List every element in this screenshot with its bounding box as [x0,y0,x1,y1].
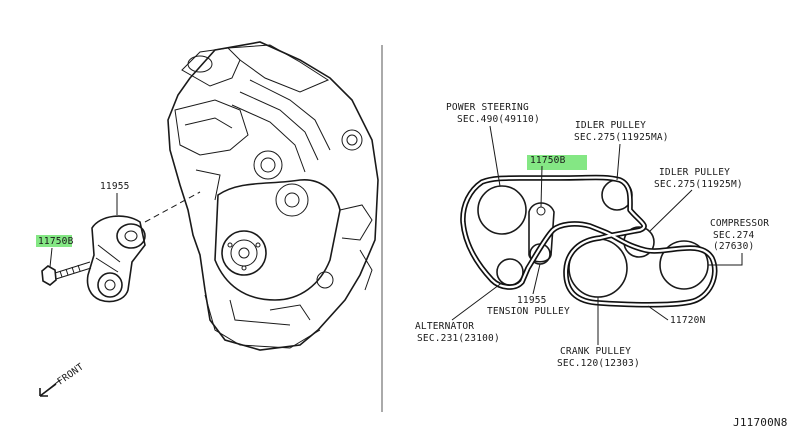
bolt-leader-right [540,165,543,208]
alternator-leader [451,281,504,321]
idler-pulley-2-sec: SEC.275(11925M) [654,179,743,190]
mount-leader-line [144,191,201,223]
tensioner-assembly [86,215,146,303]
belt-part-label: 11720N [670,315,706,326]
tensioner-bolt-hole [536,206,546,216]
diagram-id: J11700N8 [733,416,788,429]
power-steering-leader [489,125,501,187]
idler-pulley-1-leader [616,143,621,181]
tension-pulley-leader [532,263,541,295]
tensioner-part-label: 11955 [100,181,130,192]
front-label: FRONT [55,361,86,387]
belt-leader [647,305,669,321]
engine-illustration [167,41,379,351]
compressor-leader [708,253,743,266]
alternator-sec: SEC.231(23100) [417,333,500,344]
crank-pulley-label: CRANK PULLEY [560,346,631,357]
idler-pulley-1-sec: SEC.275(11925MA) [574,132,669,143]
compressor-part: (27630) [713,241,754,252]
compressor-label: COMPRESSOR [710,218,769,229]
tension-pulley-label: TENSION PULLEY [487,306,570,317]
idler-pulley-2-label: IDLER PULLEY [659,167,730,178]
bolt-leader-left [49,247,53,268]
compressor-sec: SEC.274 [713,230,755,241]
idler-pulley-1-label: IDLER PULLEY [575,120,646,131]
crank-pulley-sec: SEC.120(12303) [557,358,640,369]
power-steering-sec: SEC.490(49110) [457,114,540,125]
tension-pulley-part-label: 11955 [517,295,547,306]
idler-pulley-2-leader [648,189,693,233]
power-steering-label: POWER STEERING [446,102,529,113]
power-steering-pulley [477,185,527,235]
bolt-part-label-right: 11750B [530,155,566,166]
bolt-icon [41,261,92,286]
alternator-label: ALTERNATOR [415,321,474,332]
front-arrow-icon [39,379,61,397]
drive-belt [460,174,718,308]
bolt-highlight-left [36,235,72,247]
bolt-part-label-left: 11750B [38,236,74,247]
